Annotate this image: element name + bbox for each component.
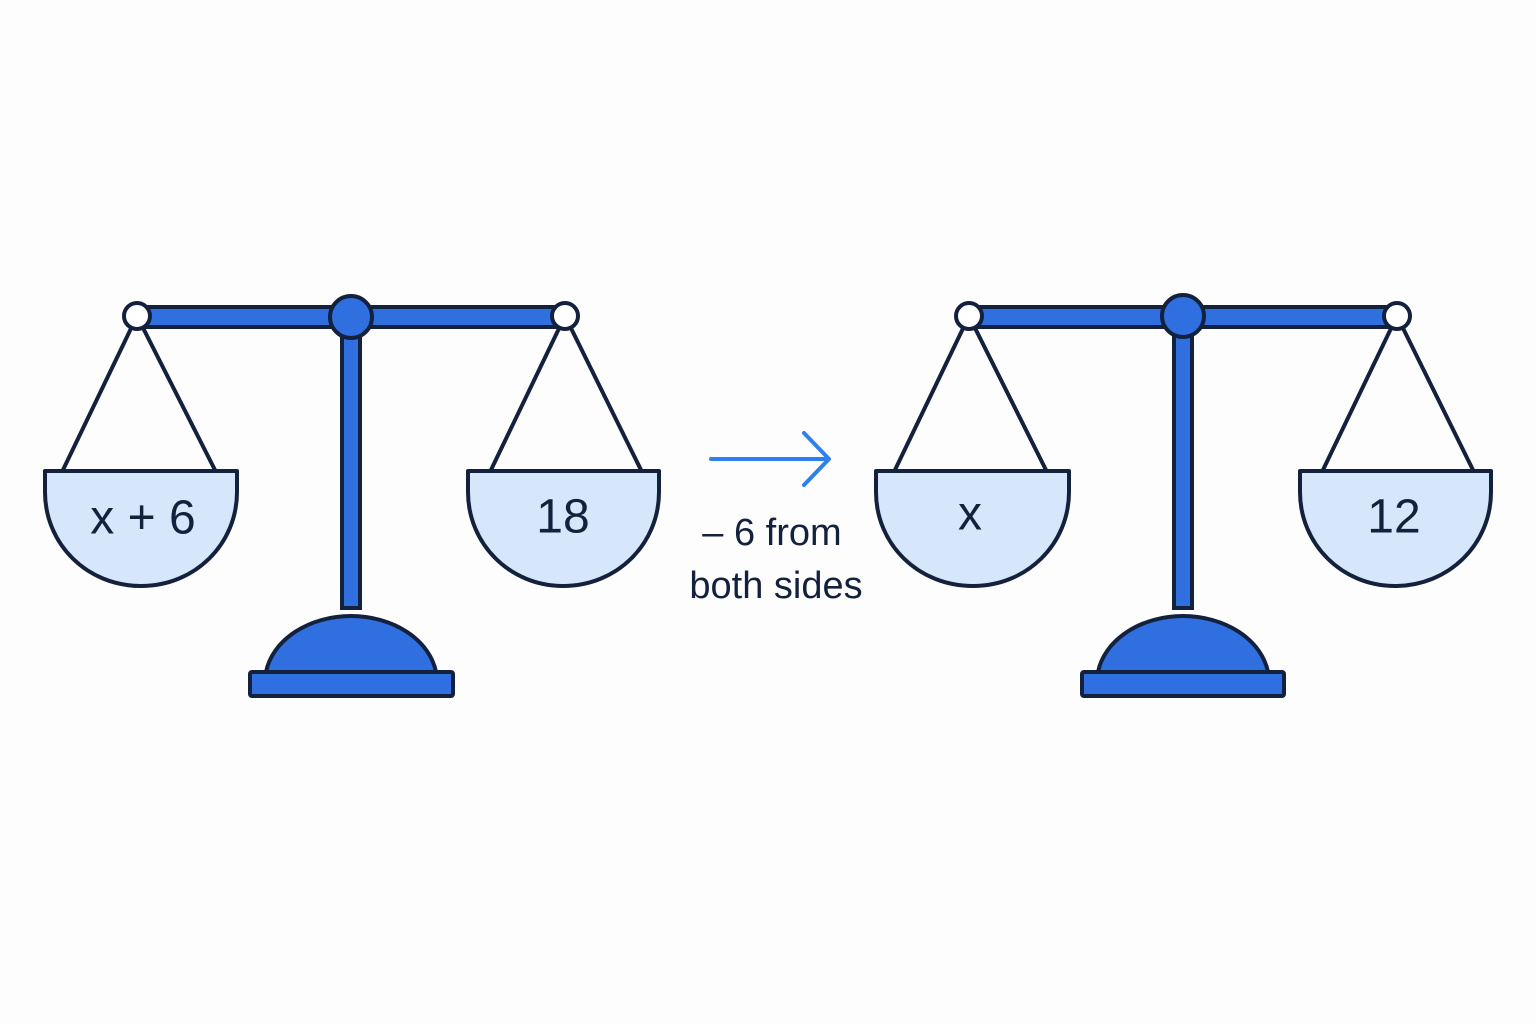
operation-label-line2: both sides [689, 565, 862, 607]
left-pan: x + 6 [43, 301, 239, 588]
right-pan-label: 12 [1367, 491, 1420, 544]
scale-post [340, 328, 362, 610]
center-pivot [328, 294, 374, 340]
left-pan: x [874, 301, 1071, 588]
left-pivot [122, 301, 152, 331]
right-arrow-icon [709, 431, 831, 487]
right-pivot [1382, 301, 1412, 331]
operation-step: – 6 from both sides [689, 431, 863, 607]
scale-post [1172, 328, 1194, 610]
right-pan-label: 18 [536, 491, 589, 544]
left-pivot [954, 301, 984, 331]
scale-base [248, 614, 455, 698]
center-pivot [1160, 293, 1206, 339]
operation-label-line1: – 6 from [702, 512, 841, 554]
balance-scale-after: x 12 [874, 293, 1493, 698]
right-pivot [550, 301, 580, 331]
right-pan: 18 [466, 301, 661, 588]
scale-base [1080, 614, 1286, 698]
left-pan-label: x [958, 488, 982, 541]
right-pan: 12 [1298, 301, 1493, 588]
balance-scale-before: x + 6 18 [43, 294, 661, 698]
left-pan-label: x + 6 [90, 492, 195, 545]
